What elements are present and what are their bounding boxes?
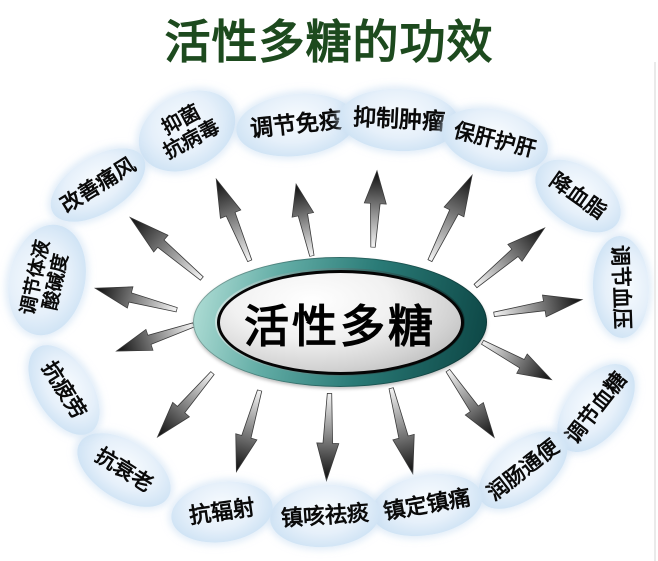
radial-arrow-tumor <box>361 169 389 249</box>
effect-cough-expectorant: 镇咳祛痰 <box>267 481 383 551</box>
radial-arrow-cough <box>315 392 341 482</box>
radial-arrow-radiation <box>225 387 271 475</box>
effect-anti-fatigue: 抗疲劳 <box>13 332 115 448</box>
radial-arrow-blood-pressure <box>491 288 585 326</box>
radial-arrow-sedative <box>380 385 424 477</box>
radial-arrow-laxative <box>438 363 504 445</box>
radial-arrow-body-fluid-ph <box>92 277 180 321</box>
effect-sedative-analgesic: 镇定镇痛 <box>366 465 488 545</box>
center-label: 活性多糖 <box>243 301 436 352</box>
center-badge: 活性多糖 <box>193 257 487 387</box>
center-badge-bevel: 活性多糖 <box>215 268 465 376</box>
effect-regulate-body-fluid-ph: 调节体液 酸碱度 <box>0 217 96 343</box>
radial-arrow-aging <box>148 365 222 445</box>
radial-arrow-immunity <box>284 181 324 259</box>
radial-arrow-improve-gout <box>122 208 210 288</box>
radial-arrow-antibacterial <box>205 174 261 266</box>
radial-arrow-liver <box>419 170 483 266</box>
effect-regulate-blood-pressure: 调节血压 <box>591 235 651 339</box>
radial-arrow-blood-sugar <box>476 332 558 390</box>
page-edge-artifact <box>654 62 656 561</box>
center-badge-core: 活性多糖 <box>216 269 464 375</box>
effect-inhibit-tumor: 抑制肿瘤 <box>337 85 461 155</box>
radial-arrow-blood-lipids <box>468 219 552 295</box>
effect-anti-radiation: 抗辐射 <box>167 475 277 549</box>
page-title: 活性多糖的功效 <box>164 17 494 68</box>
